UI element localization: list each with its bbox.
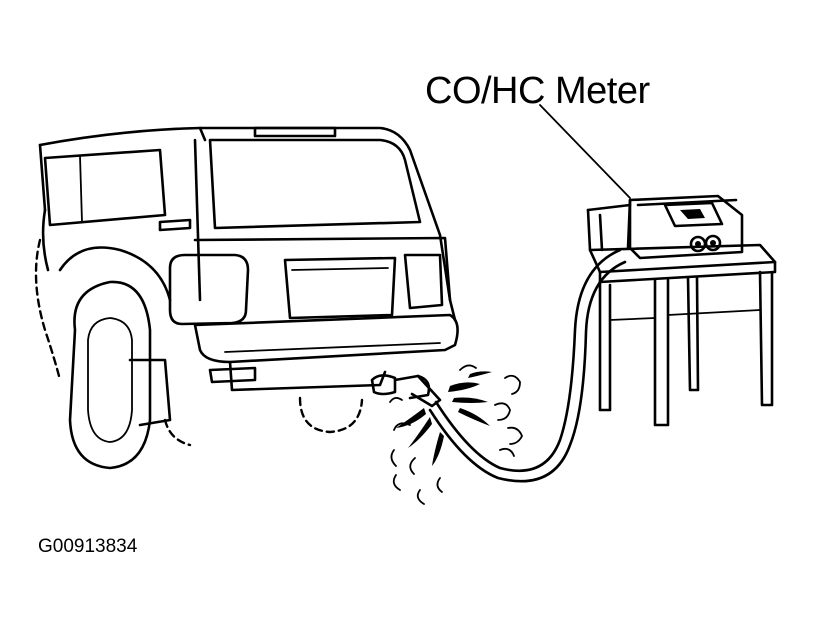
meter-stand-icon bbox=[588, 243, 777, 427]
co-hc-meter-icon bbox=[539, 104, 744, 260]
sample-hose-icon bbox=[428, 248, 627, 483]
figure-code: G00913834 bbox=[38, 536, 138, 557]
exhaust-gas-puffs-icon bbox=[389, 364, 523, 505]
exhaust-probe-icon bbox=[393, 374, 442, 408]
meter-label: CO/HC Meter bbox=[425, 70, 650, 112]
suv-rear-view-icon bbox=[34, 126, 459, 470]
